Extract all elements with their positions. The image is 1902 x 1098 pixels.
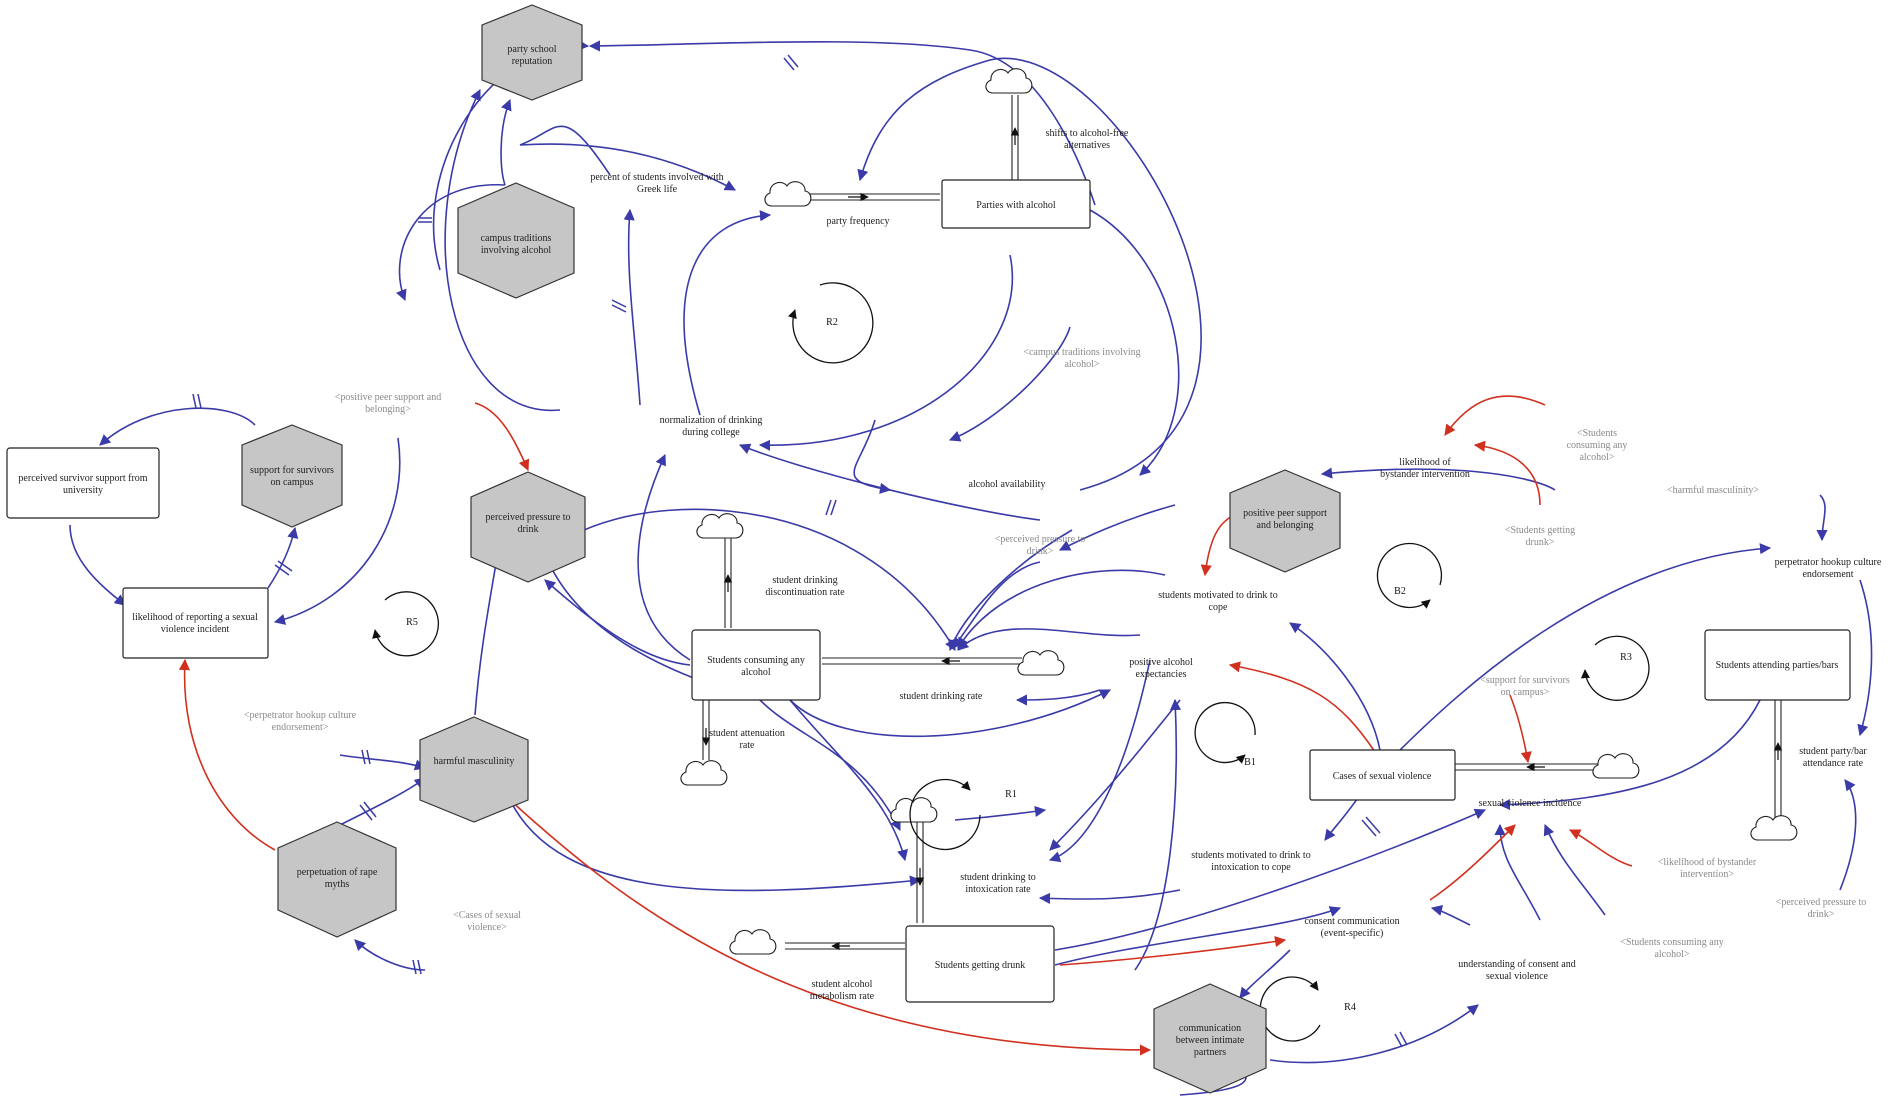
stock-parties-with-alcohol: Parties with alcohol	[941, 179, 1091, 229]
cloud-icon	[985, 68, 1033, 94]
loop-b2: B2	[1376, 542, 1443, 609]
svg-text:B2: B2	[1394, 586, 1406, 597]
svg-text:harmful masculinity: harmful masculinity	[434, 756, 515, 767]
cloud-icon	[729, 929, 777, 955]
cloud-icon	[1017, 650, 1065, 676]
cloud-icon	[696, 513, 744, 539]
svg-text:Cases of sexual violence: Cases of sexual violence	[1333, 771, 1432, 782]
svg-text:R1: R1	[1005, 789, 1017, 800]
red-links	[178, 395, 1633, 1056]
var-consent-communication: consent communication(event-specific)	[1304, 916, 1399, 939]
var-sexual-violence-incidence: sexual violence incidence	[1479, 798, 1582, 809]
svg-text:perceived survivor support fro: perceived survivor support fromuniversit…	[18, 473, 147, 496]
svg-text:B1: B1	[1244, 757, 1256, 768]
loop-r2: R2	[788, 282, 874, 364]
clouds	[680, 68, 1798, 955]
svg-text:R5: R5	[406, 617, 418, 628]
flow-pipes	[701, 95, 1783, 951]
loop-r5: R5	[372, 591, 440, 657]
stock-students-getting-drunk: Students getting drunk	[905, 925, 1055, 1003]
hex-harmful-masculinity: harmful masculinity	[419, 716, 529, 823]
loop-b1: B1	[1194, 701, 1256, 768]
var-party-frequency: party frequency	[826, 216, 889, 227]
svg-text:Parties with alcohol: Parties with alcohol	[976, 200, 1056, 211]
stock-students-attending-parties: Students attending parties/bars	[1704, 629, 1851, 701]
cloud-icon	[764, 181, 812, 207]
loop-r4: R4	[1259, 976, 1356, 1042]
svg-text:Students getting drunk: Students getting drunk	[935, 960, 1026, 971]
cloud-icon	[680, 760, 728, 786]
svg-text:R4: R4	[1344, 1002, 1356, 1013]
svg-text:likelihood of reporting a sexu: likelihood of reporting a sexualviolence…	[132, 612, 258, 635]
var-student-drinking-rate: student drinking rate	[900, 691, 983, 702]
stock-cases-sexual-violence: Cases of sexual violence	[1309, 749, 1456, 801]
blue-links	[69, 39, 1873, 1096]
shadow-harmful-masculinity: <harmful masculinity>	[1667, 485, 1759, 496]
delay-marks	[192, 54, 1408, 1048]
svg-text:R3: R3	[1620, 652, 1632, 663]
loop-r3: R3	[1580, 635, 1650, 701]
stocks: Parties with alcohol Students consuming …	[6, 179, 1851, 1003]
cloud-icon	[1750, 815, 1798, 841]
svg-text:Students attending parties/bar: Students attending parties/bars	[1716, 660, 1839, 671]
var-alcohol-availability: alcohol availability	[969, 479, 1046, 490]
cloud-icon	[1592, 753, 1640, 779]
svg-text:R2: R2	[826, 317, 838, 328]
cloud-icon	[890, 797, 938, 823]
loop-r1: R1	[909, 778, 1017, 851]
